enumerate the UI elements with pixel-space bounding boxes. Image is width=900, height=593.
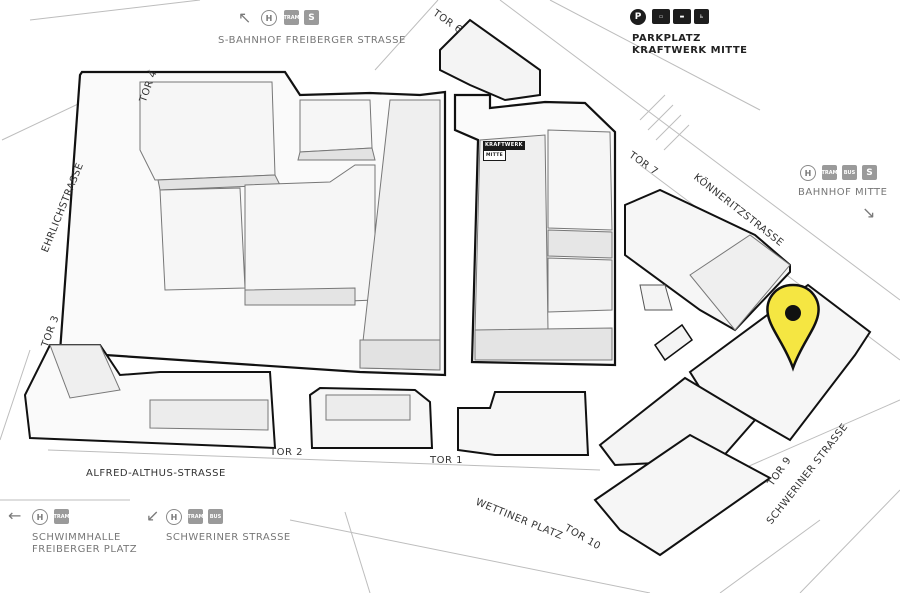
bus-stop-h-icon: H [800, 165, 816, 181]
car-icon: ▬ [673, 9, 691, 24]
bus-badge: BUS [208, 509, 223, 524]
tram-badge: TRAM [283, 10, 300, 25]
tram-badge: TRAM [821, 165, 838, 180]
location-pin-icon[interactable] [766, 283, 820, 372]
arrow-se-icon: ↘ [862, 203, 876, 222]
arrow-left-icon: ← [8, 506, 22, 525]
building-south-middle [308, 386, 590, 456]
bus-stop-h-icon: H [32, 509, 48, 525]
s-bahn-badge: S [304, 10, 319, 25]
bus-icon: ▭ [652, 9, 670, 24]
parking-icon: P [630, 9, 646, 25]
s-bahnhof-label: S-BAHNHOF FREIBERGER STRASSE [218, 35, 406, 46]
building-southwest [23, 344, 277, 450]
schwimmhalle-label: SCHWIMMHALLE [32, 532, 121, 543]
building-central-block [453, 93, 617, 367]
bus-badge: BUS [842, 165, 857, 180]
freiberger-platz-label: FREIBERGER PLATZ [32, 544, 138, 555]
gate-label-tor1: TOR 1 [430, 455, 463, 466]
wheelchair-icon: ♿ [694, 9, 709, 24]
building-southeast [593, 376, 772, 557]
schweriner-stop-label: SCHWERINER STRASSE [166, 532, 291, 543]
street-label-alfred: ALFRED-ALTHUS-STRASSE [86, 468, 226, 479]
parkplatz-label-2: KRAFTWERK MITTE [632, 45, 748, 56]
building-tor6 [439, 18, 541, 102]
bahnhof-mitte-label: BAHNHOF MITTE [798, 187, 888, 198]
tram-badge: TRAM [187, 509, 204, 524]
tram-badge: TRAM [53, 509, 70, 524]
kraftwerk-sign-sub: MITTE [483, 150, 506, 161]
kraftwerk-sign: KRAFTWERK [483, 141, 525, 150]
small-structures [639, 284, 694, 362]
gate-label-tor2: TOR 2 [270, 447, 303, 458]
building-west-block [58, 70, 447, 377]
bus-stop-h-icon: H [166, 509, 182, 525]
building-koenneritz [624, 188, 791, 332]
parkplatz-label: PARKPLATZ [632, 33, 701, 44]
arrow-sw-icon: ↙ [146, 506, 160, 525]
s-bahn-badge: S [862, 165, 877, 180]
bus-stop-h-icon: H [261, 10, 277, 26]
arrow-nw-icon: ↖ [238, 8, 252, 27]
